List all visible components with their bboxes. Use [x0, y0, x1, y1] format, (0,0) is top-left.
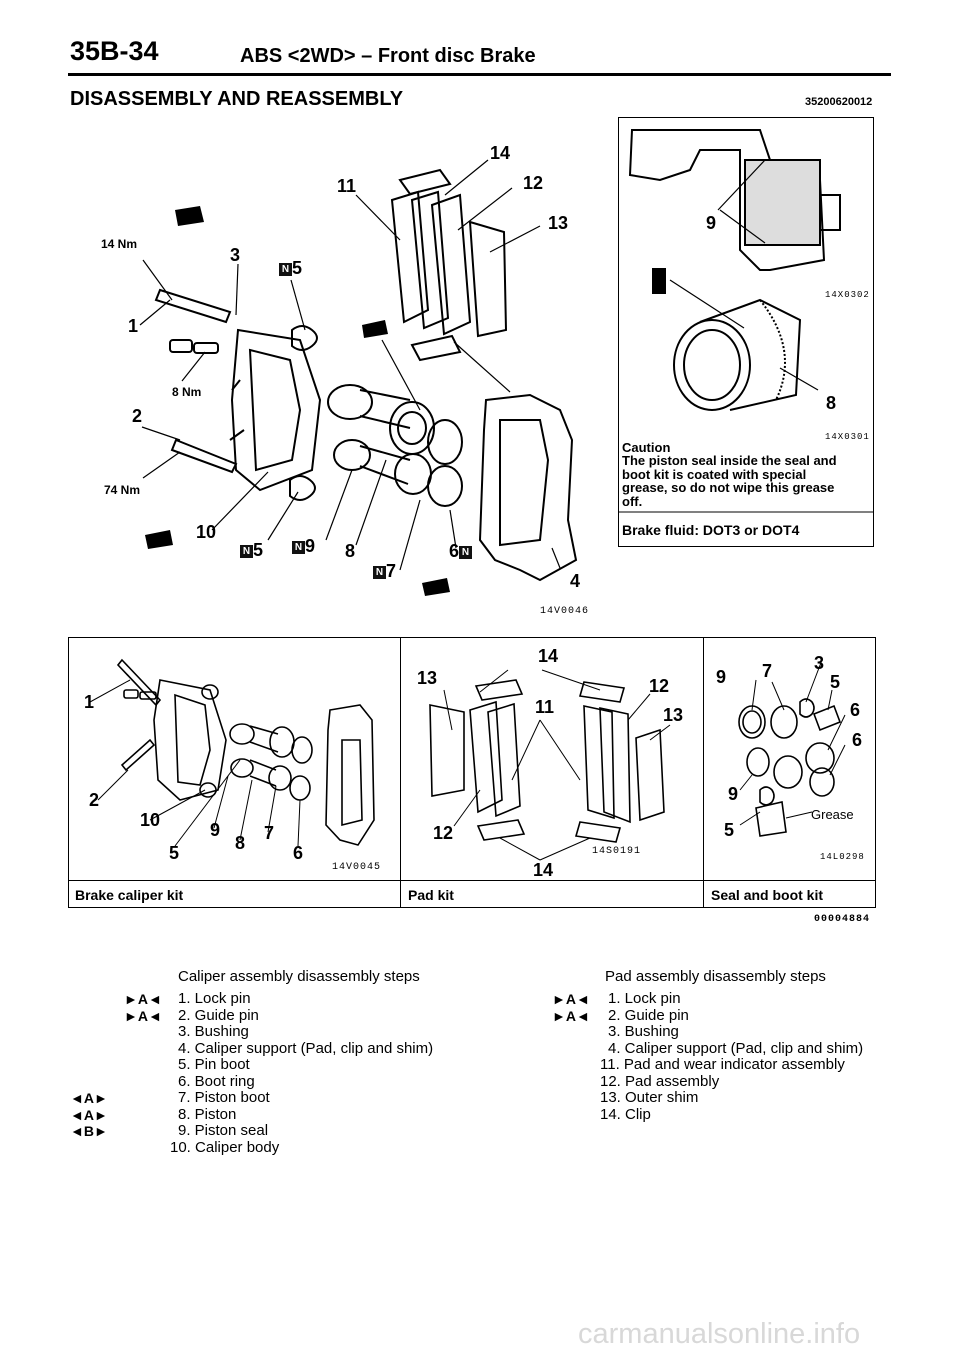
- callout: 13: [663, 705, 684, 725]
- caution-title: Caution: [622, 440, 671, 455]
- list-item: ►A◄2. Guide pin: [124, 1006, 259, 1024]
- callout: 12: [433, 823, 454, 843]
- figure-code: 14L0298: [820, 852, 865, 862]
- callout: 10: [196, 522, 217, 542]
- callout: 6: [293, 843, 304, 863]
- list-item: ◄A►7. Piston boot: [70, 1089, 270, 1106]
- kit-label-caliper: Brake caliper kit: [75, 887, 184, 903]
- callout: 5: [830, 672, 841, 692]
- caliper-steps-title: Caliper assembly disassembly steps: [178, 968, 420, 985]
- callout: 1: [84, 692, 95, 712]
- list-item: 4. Caliper support (Pad, clip and shim): [608, 1039, 864, 1057]
- callout: 9: [728, 784, 739, 804]
- kit-label-seal: Seal and boot kit: [711, 887, 824, 903]
- grease-label: Grease: [811, 807, 854, 822]
- torque-label: 74 Nm: [104, 483, 141, 497]
- callout: 8: [345, 541, 356, 561]
- caliper-steps-list: ►A◄1. Lock pin ►A◄2. Guide pin 3. Bushin…: [70, 990, 470, 1156]
- callout: 4: [570, 571, 581, 591]
- list-item: 3. Bushing: [178, 1023, 249, 1040]
- callout: 12: [649, 676, 670, 696]
- callout: 1: [128, 316, 139, 336]
- kits-divider: [703, 637, 704, 908]
- header-rule: [68, 73, 891, 76]
- callout: 8: [235, 833, 246, 853]
- callout: 5: [169, 843, 180, 863]
- list-item: 11. Pad and wear indicator assembly: [600, 1056, 845, 1073]
- figure-code: 14V0046: [540, 606, 590, 617]
- torque-label: 8 Nm: [172, 385, 202, 399]
- callout: 12: [523, 173, 544, 193]
- caution-text: The piston seal inside the seal and boot…: [622, 453, 837, 509]
- pad-steps-list: ►A◄1. Lock pin ►A◄2. Guide pin 3. Bushin…: [548, 990, 908, 1123]
- callout: 14: [490, 143, 511, 163]
- watermark: carmanualsonline.info: [578, 1318, 861, 1350]
- list-item: 10. Caliper body: [170, 1138, 280, 1156]
- list-item: 6. Boot ring: [178, 1072, 255, 1090]
- callout: 14: [538, 646, 559, 666]
- side-panel: [618, 117, 874, 547]
- callout: 7: [762, 661, 773, 681]
- callout: 9: [716, 667, 727, 687]
- page-number: 35B-34: [70, 36, 159, 66]
- list-item: 4. Caliper support (Pad, clip and shim): [178, 1039, 434, 1057]
- callout: 7: [264, 823, 275, 843]
- figure-code: 14V0045: [332, 862, 382, 873]
- brake-fluid-spec: Brake fluid: DOT3 or DOT4: [622, 522, 800, 538]
- list-item: 3. Bushing: [608, 1023, 679, 1040]
- section-title: ABS <2WD> – Front disc Brake: [240, 45, 536, 67]
- torque-label: 14 Nm: [101, 237, 138, 251]
- figure-code: 14X0302: [825, 290, 870, 300]
- kits-divider: [68, 880, 876, 881]
- callout: 6: [850, 700, 861, 720]
- callout: 3: [814, 653, 825, 673]
- callout: 6: [852, 730, 863, 750]
- callout: 8: [826, 393, 837, 413]
- list-item: ►A◄2. Guide pin: [552, 1006, 689, 1024]
- kits-diagrams: [89, 658, 846, 861]
- callout: 10: [140, 810, 161, 830]
- list-item: ►A◄1. Lock pin: [552, 990, 681, 1007]
- callout: 13: [548, 213, 569, 233]
- callout: 14: [533, 860, 554, 880]
- section-code: 35200620012: [805, 96, 873, 108]
- kit-label-pad: Pad kit: [408, 887, 454, 903]
- list-item: 13. Outer shim: [600, 1089, 699, 1106]
- main-exploded-diagram: [139, 159, 578, 596]
- list-item: ►A◄1. Lock pin: [124, 990, 251, 1007]
- callout: 9: [210, 820, 221, 840]
- callout: 13: [417, 668, 438, 688]
- page-title: DISASSEMBLY AND REASSEMBLY: [70, 88, 404, 110]
- callout: 11: [535, 697, 555, 717]
- list-item: 14. Clip: [600, 1105, 651, 1123]
- pad-steps-title: Pad assembly disassembly steps: [605, 968, 826, 985]
- list-item: 12. Pad assembly: [600, 1072, 720, 1090]
- figure-code: 14X0301: [825, 432, 870, 442]
- callout: 2: [132, 406, 143, 426]
- callout: 9: [706, 213, 717, 233]
- figure-code: 00004884: [814, 914, 871, 925]
- list-item: 5. Pin boot: [178, 1056, 250, 1073]
- figure-code: 14S0191: [592, 846, 642, 857]
- callout: 5: [724, 820, 735, 840]
- callout: 3: [230, 245, 241, 265]
- side-panel-diagram: [618, 129, 874, 513]
- callout: 2: [89, 790, 100, 810]
- list-item: ◄B►9. Piston seal: [70, 1122, 269, 1139]
- kits-table: [68, 637, 876, 908]
- callout: 11: [337, 176, 357, 196]
- kits-divider: [400, 637, 401, 908]
- list-item: ◄A►8. Piston: [70, 1105, 237, 1123]
